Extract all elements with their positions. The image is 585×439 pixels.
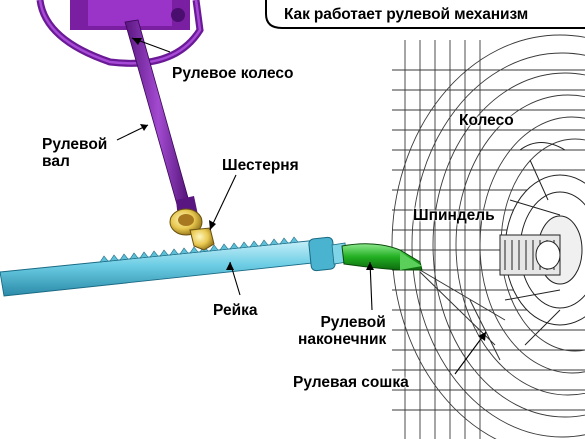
label-pinion: Шестерня <box>222 157 299 174</box>
label-tie-rod-end-line2: наконечник <box>298 331 387 348</box>
label-steering-wheel: Рулевое колесо <box>172 65 294 82</box>
leader-arrowheads <box>132 38 486 341</box>
label-spindle: Шпиндель <box>413 207 495 224</box>
label-wheel: Колесо <box>459 112 514 129</box>
leader-steering-arm <box>454 331 487 375</box>
leader-lines <box>116 37 487 375</box>
leader-pinion <box>209 174 237 231</box>
title-band-edge <box>265 0 585 29</box>
wheel-hub <box>499 142 585 346</box>
label-steering-arm: Рулевая сошка <box>293 374 409 391</box>
label-steering-shaft-line2: вал <box>42 153 70 170</box>
label-rack: Рейка <box>213 302 258 319</box>
diagram-title: Как работает рулевой механизм <box>284 6 529 23</box>
pinion-shape <box>169 208 215 251</box>
label-steering-shaft: Рулевой вал <box>42 136 107 170</box>
tie-rod-end-shape <box>341 243 423 271</box>
steering-wheel-shape <box>36 0 204 67</box>
wheel-wireframe <box>391 34 585 439</box>
steering-arm-lines <box>419 269 506 361</box>
label-tie-rod-end: Рулевой наконечник <box>298 314 386 348</box>
label-tie-rod-end-line1: Рулевой <box>320 314 386 331</box>
label-steering-shaft-line1: Рулевой <box>42 136 108 153</box>
rack-shape <box>0 236 348 297</box>
